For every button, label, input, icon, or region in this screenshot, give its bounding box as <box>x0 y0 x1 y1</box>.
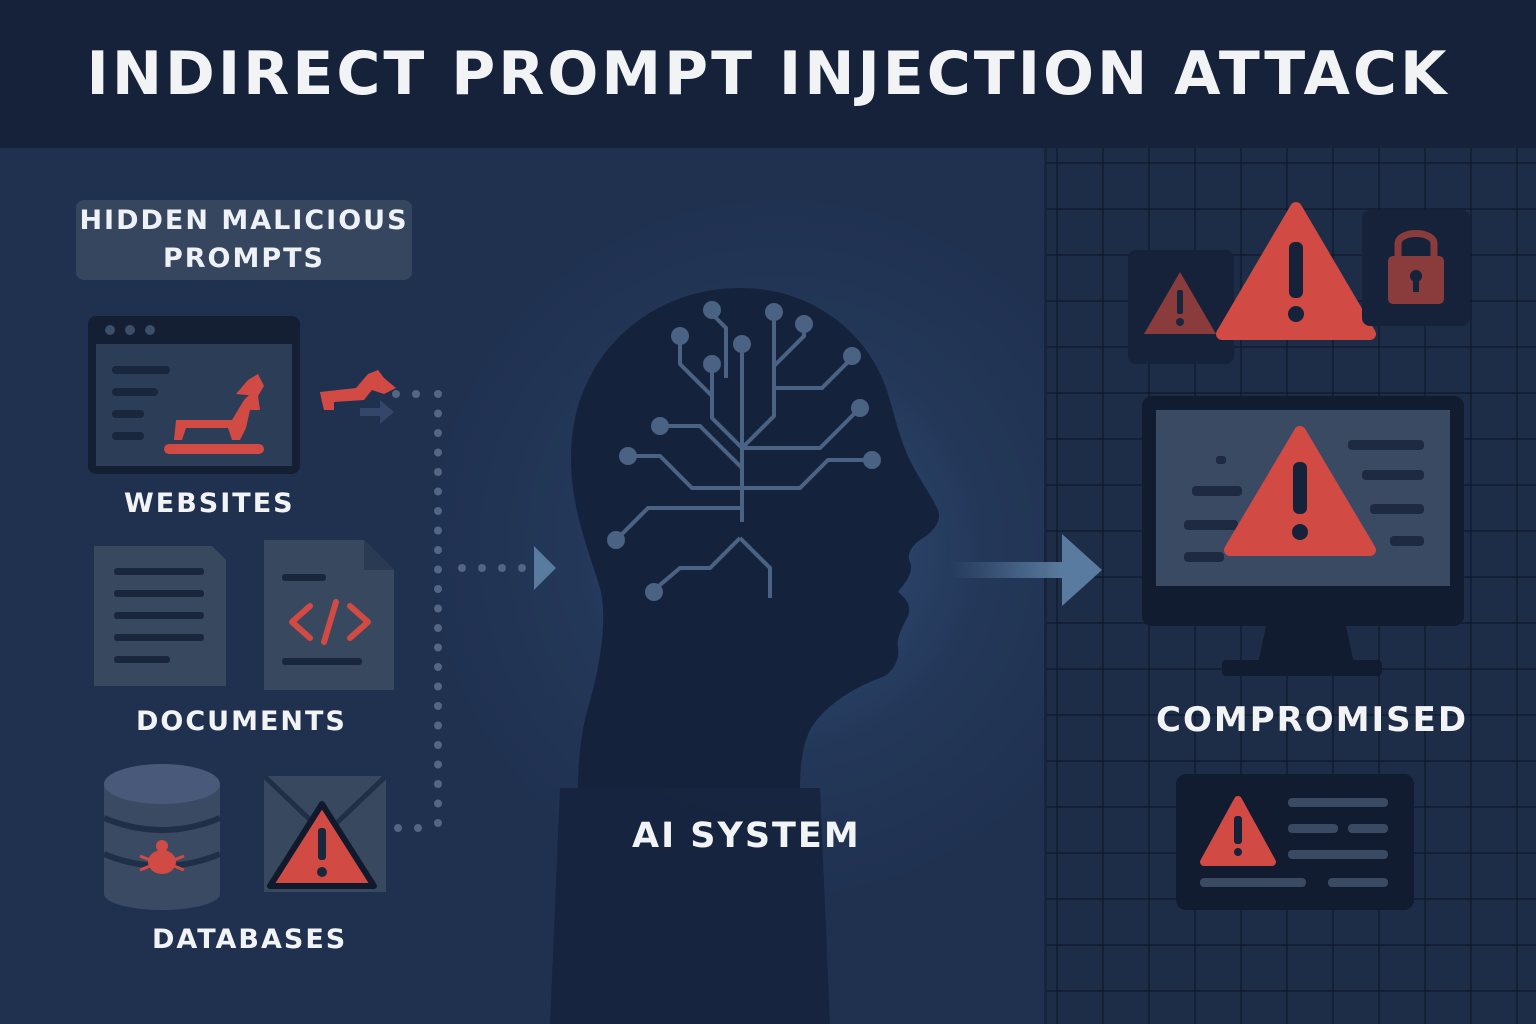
padlock-card <box>1362 210 1470 326</box>
connector-arrowhead <box>534 546 556 590</box>
connector-dot <box>478 564 486 572</box>
connector-dot <box>434 663 442 671</box>
connector-dot <box>434 526 442 535</box>
connector-dot <box>434 643 442 652</box>
diagram-stage: HIDDEN MALICIOUS PROMPTS <box>0 148 1536 1024</box>
hidden-malicious-prompts-tag: HIDDEN MALICIOUS PROMPTS <box>76 200 412 280</box>
connector-dot <box>434 546 442 554</box>
connector-dot <box>434 702 442 710</box>
connector-dot <box>434 682 442 691</box>
connector-dot <box>434 624 442 632</box>
connector-dot <box>434 721 442 730</box>
warning-triangle-icon <box>267 801 377 889</box>
connector-dot <box>434 429 442 437</box>
dotted-connector <box>392 390 526 832</box>
small-trojan-icon <box>320 370 396 410</box>
compromised-label: COMPROMISED <box>1156 700 1469 740</box>
monitor-icon <box>1142 396 1464 676</box>
warning-triangle-large <box>1216 202 1376 340</box>
connector-dot <box>394 824 402 832</box>
websites-label: WEBSITES <box>124 488 295 519</box>
warning-card-small <box>1128 250 1234 364</box>
flow-arrow <box>950 534 1102 606</box>
database-icon <box>102 764 222 910</box>
code-file-icon <box>264 540 394 690</box>
alert-card-icon <box>1176 774 1414 910</box>
documents-label: DOCUMENTS <box>136 706 347 737</box>
connector-dot <box>434 799 442 808</box>
connector-dot <box>434 507 442 515</box>
connector-dot <box>392 390 400 398</box>
connector-dot <box>458 564 466 572</box>
connector-dot <box>434 390 442 398</box>
connector-dot <box>434 604 442 613</box>
connector-dot <box>414 824 422 832</box>
human-head-icon <box>550 288 940 1024</box>
connector-dot <box>434 780 442 788</box>
ai-system-label: AI SYSTEM <box>632 816 861 856</box>
connector-dot <box>412 390 420 398</box>
trojan-horse-icon <box>164 374 264 454</box>
connector-dot <box>518 564 526 572</box>
connector-dot <box>434 565 442 574</box>
document-icon <box>94 546 226 686</box>
small-arrow-icon <box>360 400 394 424</box>
header-bar: INDIRECT PROMPT INJECTION ATTACK <box>0 0 1536 148</box>
diagram-title: INDIRECT PROMPT INJECTION ATTACK <box>86 39 1450 109</box>
tag-text: HIDDEN MALICIOUS PROMPTS <box>79 205 409 274</box>
connector-dot <box>434 741 442 749</box>
connector-dot <box>434 409 442 418</box>
databases-label: DATABASES <box>152 924 348 955</box>
connector-dot <box>434 760 442 769</box>
connector-dot <box>434 448 442 457</box>
panel-divider <box>1044 148 1047 1024</box>
bug-icon <box>139 840 185 874</box>
connector-dot <box>434 819 442 827</box>
diagram-graphics <box>88 202 1470 1024</box>
connector-dot <box>498 564 506 572</box>
connector-dot <box>434 468 442 476</box>
connector-dot <box>434 487 442 496</box>
circuit-brain-icon <box>607 301 881 601</box>
connector-dot <box>434 585 442 593</box>
